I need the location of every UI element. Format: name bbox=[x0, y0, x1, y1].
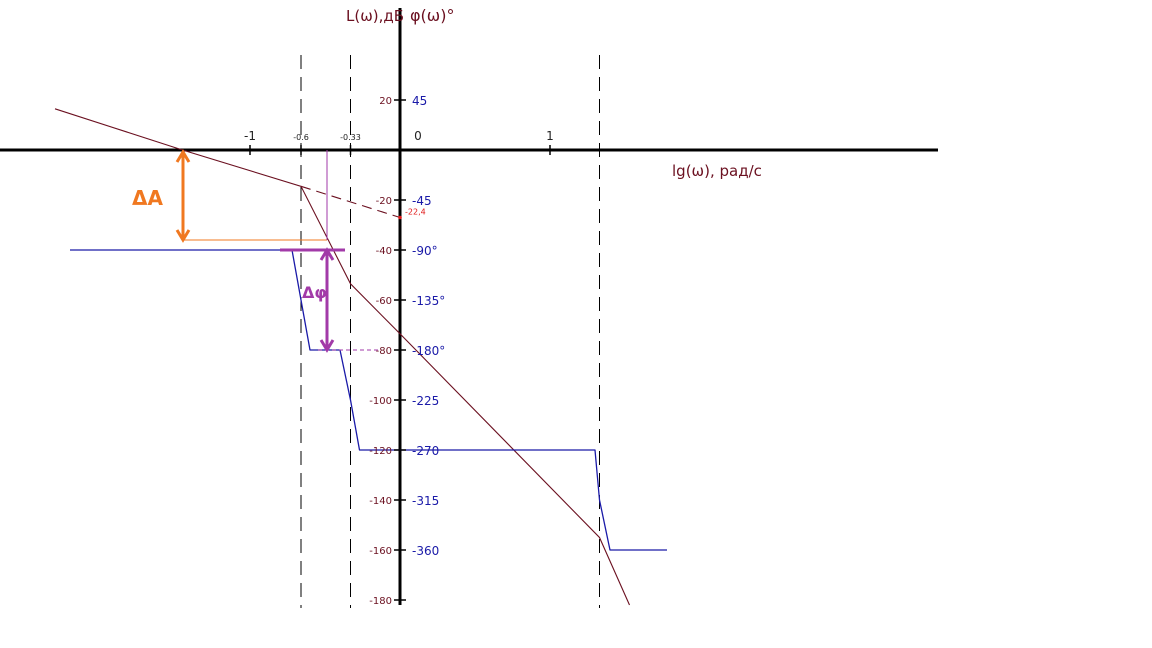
ticks-layer: -1 -0.6 -0.33 0 1 20 -20 -40 -60 -80 -100 -120 -140 -… bbox=[244, 94, 554, 607]
phase-tick-label: -360 bbox=[412, 544, 439, 558]
x-tick-label: -0.33 bbox=[340, 133, 361, 142]
magnitude-tick-label: -20 bbox=[376, 196, 392, 207]
delta-a-arrowhead-top bbox=[175, 149, 191, 163]
delta-a-label: ΔA bbox=[132, 186, 163, 210]
x-axis-label: lg(ω), рад/с bbox=[672, 162, 762, 180]
series-magnitude-asymptote bbox=[54, 108, 631, 606]
series-magnitude-extension bbox=[300, 185, 401, 219]
axes bbox=[0, 8, 938, 605]
x-tick-label: -0.6 bbox=[293, 133, 309, 142]
magnitude-tick-label: -180 bbox=[369, 596, 392, 607]
phase-tick-label: -315 bbox=[412, 494, 439, 508]
extension-intercept-label: -22,4 bbox=[405, 208, 426, 217]
y-axis-label-magnitude: L(ω),дБ bbox=[346, 7, 404, 25]
series-layer bbox=[54, 108, 667, 606]
magnitude-tick-label: -40 bbox=[376, 246, 392, 257]
magnitude-tick-label: -140 bbox=[369, 496, 392, 507]
y-axis-label-phase: φ(ω)° bbox=[410, 6, 454, 25]
phase-tick-label: -135° bbox=[412, 294, 445, 308]
phase-tick-label: -90° bbox=[412, 244, 438, 258]
phase-tick-label: -45 bbox=[412, 194, 432, 208]
annotations-layer: ΔA Δφ -22,4 bbox=[132, 149, 426, 353]
magnitude-tick-label: -60 bbox=[376, 296, 392, 307]
x-tick-label: -1 bbox=[244, 129, 256, 143]
magnitude-tick-label: -100 bbox=[369, 396, 392, 407]
magnitude-tick-label: -160 bbox=[369, 546, 392, 557]
x-tick-label: 0 bbox=[414, 129, 422, 143]
magnitude-tick-label: 20 bbox=[379, 96, 392, 107]
delta-phi-label: Δφ bbox=[302, 283, 327, 302]
x-tick-label: 1 bbox=[546, 129, 554, 143]
magnitude-tick-label: -80 bbox=[376, 346, 392, 357]
phase-tick-label: -270 bbox=[412, 444, 439, 458]
phase-tick-label: -225 bbox=[412, 394, 439, 408]
phase-tick-label: -180° bbox=[412, 344, 445, 358]
phase-tick-label: 45 bbox=[412, 94, 427, 108]
series-phase bbox=[70, 249, 667, 551]
extension-intercept-point bbox=[398, 215, 402, 220]
magnitude-tick-label: -120 bbox=[369, 446, 392, 457]
